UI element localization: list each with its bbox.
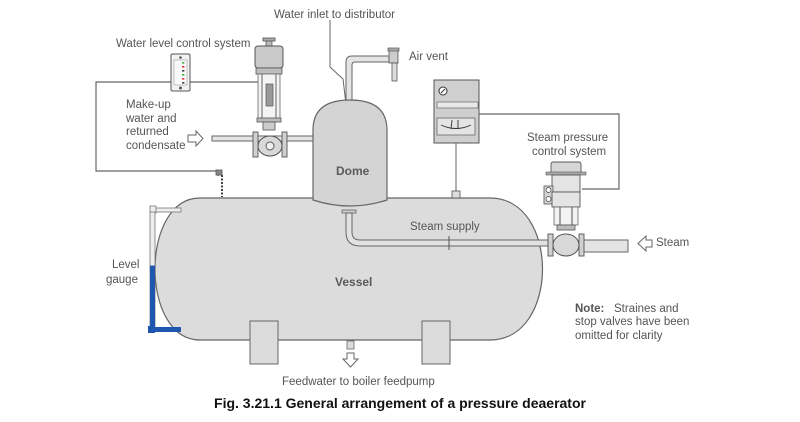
level-gauge-water (150, 265, 155, 331)
dome (312, 99, 388, 207)
note-title: Note: (575, 303, 605, 315)
note-line-2: stop valves have been (575, 316, 690, 328)
water-level-control-label: Water level control system (116, 38, 251, 50)
makeup-label-2: water and (126, 113, 177, 125)
pressure-tapping (451, 190, 461, 199)
steam-pressure-controller (433, 79, 480, 144)
steam-supply-label: Steam supply (410, 221, 480, 233)
level-gauge-label-1: Level (112, 259, 140, 271)
steam-flow-arrow (637, 234, 653, 253)
steam-control-valve (543, 161, 587, 257)
steam-pressure-wiring (479, 113, 620, 190)
air-vent-label: Air vent (409, 51, 448, 63)
note-line-1: Note: Straines and (575, 302, 679, 316)
figure-caption: Fig. 3.21.1 General arrangement of a pre… (214, 395, 586, 411)
feedwater-flow-arrow (341, 352, 360, 368)
level-sensor-probe (215, 169, 223, 197)
air-vent-pipe (345, 47, 400, 109)
dome-label: Dome (336, 164, 370, 178)
makeup-label-1: Make-up (126, 99, 171, 111)
feedwater-outlet (346, 340, 355, 350)
vessel-body (154, 197, 543, 341)
water-level-controller (170, 53, 191, 92)
vessel-support-left (249, 320, 279, 365)
makeup-flow-arrow (187, 129, 204, 148)
level-gauge (148, 205, 182, 333)
water-level-control-wiring (95, 81, 258, 176)
steam-pressure-label-2: control system (532, 146, 607, 158)
makeup-label-4: condensate (126, 140, 186, 152)
vessel-label: Vessel (335, 275, 373, 289)
level-gauge-label-2: gauge (106, 274, 138, 286)
note-line-3: omitted for clarity (575, 330, 663, 342)
vessel-support-right (421, 320, 451, 365)
steam-pressure-label-1: Steam pressure (527, 132, 609, 144)
makeup-label-3: returned (126, 126, 169, 138)
water-inlet-label: Water inlet to distributor (274, 9, 396, 21)
note-text-1: Straines and (613, 303, 679, 315)
water-control-valve (252, 37, 288, 158)
steam-label: Steam (656, 237, 690, 249)
feedwater-label: Feedwater to boiler feedpump (282, 376, 435, 388)
status-leds (182, 62, 185, 84)
